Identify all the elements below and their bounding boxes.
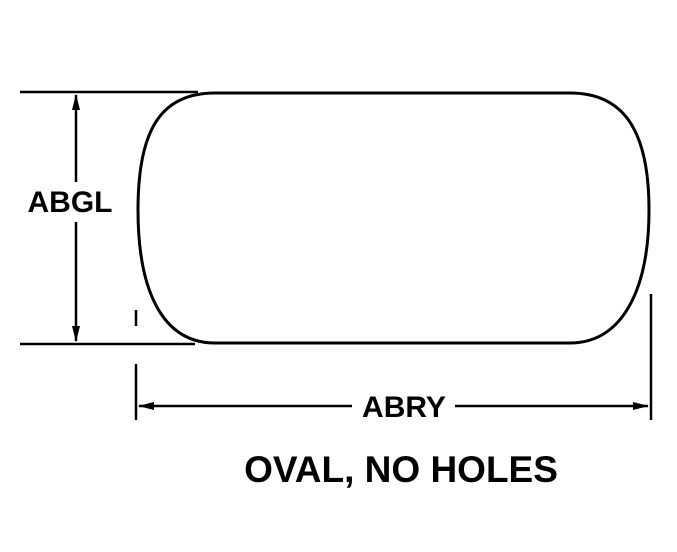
width-dimension-label: ABRY bbox=[362, 391, 446, 424]
oval-outline bbox=[136, 91, 651, 345]
figure-caption: OVAL, NO HOLES bbox=[244, 449, 558, 490]
height-dimension-label: ABGL bbox=[28, 186, 113, 219]
